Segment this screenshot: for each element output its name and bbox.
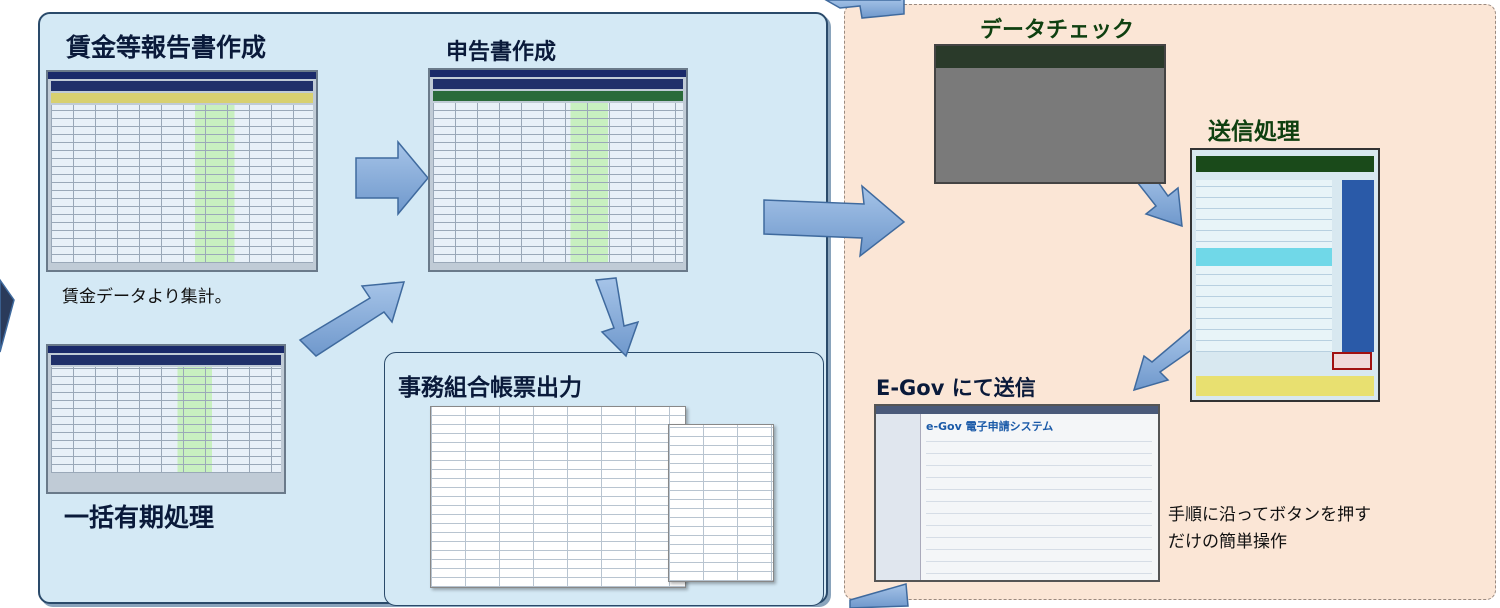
office-forms-heading: 事務組合帳票出力: [398, 375, 582, 401]
arrow-to-right-panel: [763, 184, 906, 258]
simple-operation-line2: だけの簡単操作: [1168, 532, 1287, 552]
bottom-arrow: [849, 583, 909, 608]
arrow-wage-to-declaration: [355, 139, 429, 217]
simple-operation-line1: 手順に沿ってボタンを押す: [1168, 505, 1372, 525]
arrow-declaration-to-forms: [594, 277, 640, 358]
data-check-heading: データチェック: [980, 18, 1135, 43]
send-processing-screenshot: [1190, 148, 1380, 402]
declaration-screenshot: [428, 68, 688, 272]
top-arrow: [824, 0, 905, 19]
egov-screenshot: e-Gov 電子申請システム: [874, 404, 1160, 582]
batch-screenshot: [46, 344, 286, 494]
send-processing-heading: 送信処理: [1208, 119, 1300, 145]
wage-report-screenshot: [46, 70, 318, 272]
form-paper-secondary: [668, 424, 774, 582]
egov-logo: e-Gov 電子申請システム: [926, 420, 1054, 433]
egov-send-heading: E-Gov にて送信: [876, 376, 1036, 400]
declaration-heading: 申告書作成: [446, 40, 557, 65]
incoming-arrow: [0, 278, 15, 353]
batch-heading: 一括有期処理: [64, 503, 215, 532]
arrow-batch-to-declaration: [298, 281, 406, 357]
form-paper-main: [430, 406, 686, 588]
wage-report-heading: 賃金等報告書作成: [66, 33, 267, 62]
data-check-screenshot: [934, 44, 1166, 184]
wage-aggregate-note: 賃金データより集計。: [62, 287, 232, 307]
